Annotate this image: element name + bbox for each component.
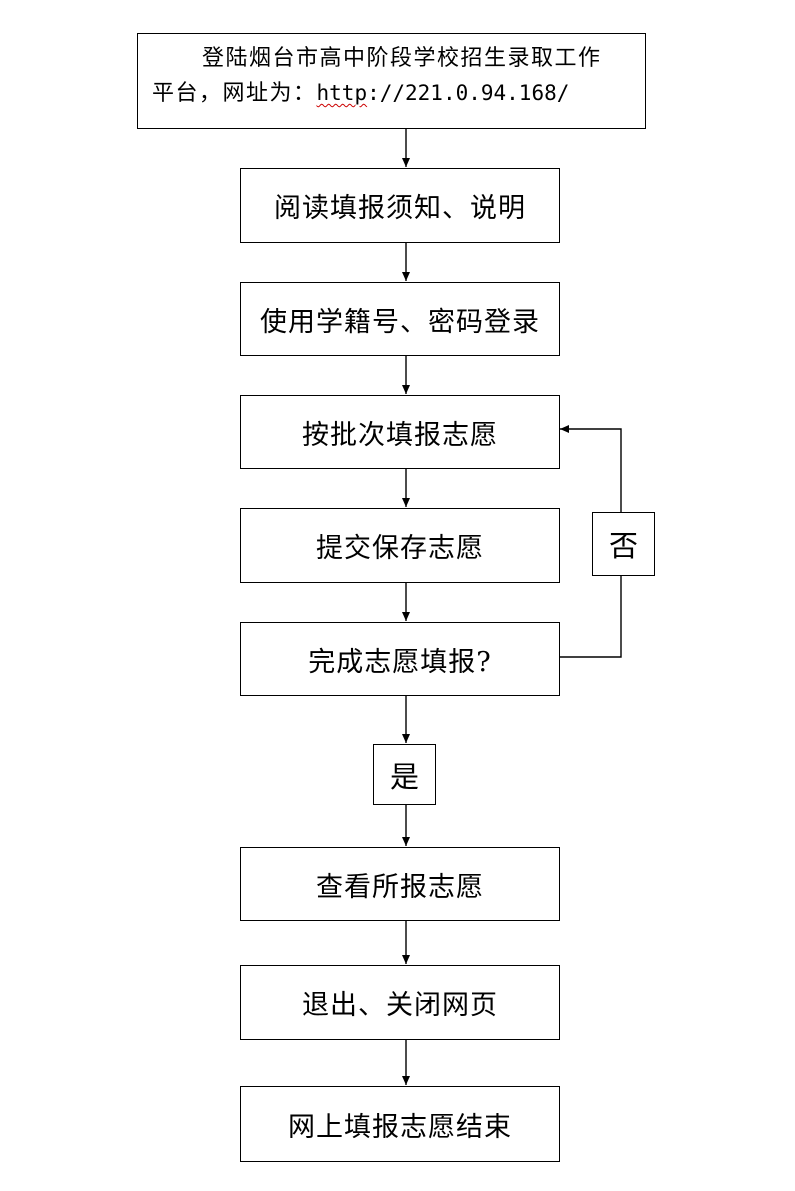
branch-yes-label: 是 [373, 744, 436, 805]
step-exit-close-label: 退出、关闭网页 [302, 990, 498, 1021]
step-fill-by-batch-label: 按批次填报志愿 [302, 419, 498, 451]
intro-line-2: 平台，网址为：http://221.0.94.168/ [152, 76, 637, 111]
step-read-notice: 阅读填报须知、说明 [240, 168, 560, 243]
step-login: 使用学籍号、密码登录 [240, 282, 560, 356]
step-login-label: 使用学籍号、密码登录 [260, 306, 540, 338]
step-end-label: 网上填报志愿结束 [288, 1111, 512, 1143]
branch-yes-text: 是 [389, 759, 419, 794]
step-view-choices-label: 查看所报志愿 [316, 871, 484, 903]
intro-line-1: 登陆烟台市高中阶段学校招生录取工作 [202, 46, 602, 71]
step-submit-save-label: 提交保存志愿 [316, 533, 484, 564]
step-view-choices: 查看所报志愿 [240, 847, 560, 921]
decision-complete-label: 完成志愿填报? [308, 646, 492, 678]
loop-complete-to-no [560, 576, 622, 658]
decision-complete: 完成志愿填报? [240, 622, 560, 696]
branch-no-text: 否 [608, 529, 638, 563]
branch-no-label: 否 [592, 512, 655, 576]
platform-url[interactable]: http://221.0.94.168/ [317, 81, 570, 105]
intro-url-prefix: 平台，网址为： [152, 81, 317, 106]
url-address: ://221.0.94.168/ [367, 81, 570, 105]
intro-box: 登陆烟台市高中阶段学校招生录取工作 平台，网址为：http://221.0.94… [137, 33, 646, 129]
step-fill-by-batch: 按批次填报志愿 [240, 395, 560, 469]
step-read-notice-label: 阅读填报须知、说明 [274, 193, 526, 224]
step-submit-save: 提交保存志愿 [240, 508, 560, 583]
loop-no-to-fill [560, 425, 622, 512]
step-end: 网上填报志愿结束 [240, 1086, 560, 1162]
step-exit-close: 退出、关闭网页 [240, 965, 560, 1040]
url-scheme: http [316, 81, 368, 105]
